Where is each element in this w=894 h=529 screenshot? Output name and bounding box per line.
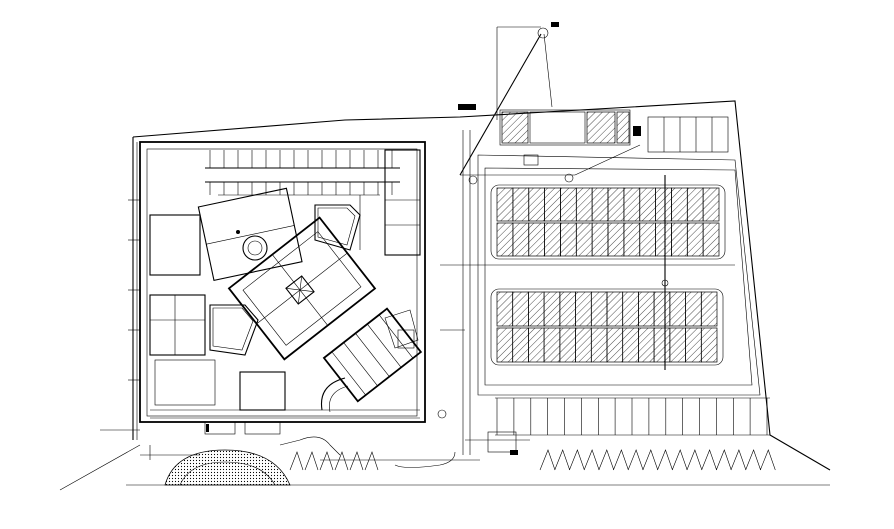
parking-stall (700, 291, 718, 327)
parking-stall (606, 291, 624, 327)
south-parking-field (490, 288, 724, 366)
parking-stall (512, 291, 529, 327)
diagonal-stall (627, 449, 644, 471)
parking-stall (560, 187, 577, 222)
parking-stall (655, 187, 672, 222)
parking-stall (543, 327, 561, 363)
driveways (320, 130, 735, 461)
parking-stall (590, 291, 608, 327)
diagonal-stall (304, 451, 319, 471)
parking-stall (685, 327, 702, 363)
north-room-row (209, 150, 393, 195)
parking-stall (700, 327, 718, 363)
parking-stall (639, 187, 656, 222)
diagonal-stall (760, 449, 776, 471)
diagonal-stall (613, 449, 629, 471)
parking-stall (638, 327, 655, 363)
stair-block (458, 104, 476, 110)
parking-stall (686, 222, 704, 257)
parking-stall (512, 327, 529, 363)
parking-stall (607, 187, 625, 222)
parking-stall (638, 291, 655, 327)
parking-stall (528, 222, 545, 257)
diagonal-stall (686, 449, 703, 471)
parking-stall (685, 291, 702, 327)
diagonal-stall (657, 449, 673, 471)
parking-stall (528, 327, 545, 363)
parking-stall (575, 291, 592, 327)
diagonal-stall (642, 449, 659, 471)
parking-stall (575, 327, 592, 363)
parking-stall (639, 222, 656, 257)
south-landscape (140, 431, 518, 486)
parking-stall (622, 291, 639, 327)
parking-stall (575, 222, 593, 257)
diagonal-stall (349, 451, 364, 471)
parking-stall (622, 327, 639, 363)
parking-stall (543, 291, 561, 327)
diagonal-stall (334, 451, 349, 471)
main-building (139, 141, 426, 435)
diagonal-stall (319, 451, 334, 471)
diagonal-stall (745, 449, 761, 471)
diagonal-stall (701, 449, 717, 471)
diagonal-stall (569, 449, 585, 471)
parking-stall (606, 327, 624, 363)
parking-stall (653, 327, 671, 363)
perimeter-stall-row (495, 397, 770, 436)
parking-stall (496, 291, 514, 327)
north-parking-field (490, 184, 726, 260)
utility-line (458, 22, 559, 176)
parking-stall (559, 327, 576, 363)
parking-stall (686, 187, 704, 222)
parking-stall (512, 187, 530, 222)
parking-stall (623, 187, 641, 222)
parking-stall (671, 222, 688, 257)
parking-stall (671, 187, 688, 222)
parking-stall (607, 222, 625, 257)
parking-stall (528, 291, 545, 327)
south-west-teeth (289, 451, 379, 471)
parking-stall (702, 222, 720, 257)
parking-stall (623, 222, 641, 257)
parking-stall (590, 327, 608, 363)
parking-stall (512, 222, 530, 257)
parking-stall (655, 222, 672, 257)
utility-pole-icon (537, 27, 549, 39)
parking-stall (559, 291, 576, 327)
diagonal-parking-teeth (539, 449, 776, 471)
parking-stall (544, 187, 561, 222)
parking-stall (575, 187, 593, 222)
parking-stall (496, 327, 514, 363)
parking-stall (496, 187, 514, 222)
diagonal-stall (598, 449, 615, 471)
parking-stall (528, 187, 545, 222)
parking-stall (544, 222, 561, 257)
diagonal-stall (364, 451, 379, 471)
parking-stall (669, 327, 686, 363)
diagonal-stall (583, 449, 600, 471)
parking-stall (496, 222, 514, 257)
diagonal-stall (716, 449, 732, 471)
diagonal-stall (289, 451, 304, 471)
tag-marker-icon (551, 22, 559, 27)
diagonal-stall (730, 449, 747, 471)
diagonal-stall (671, 449, 688, 471)
parking-stall (560, 222, 577, 257)
parking-stall (702, 187, 720, 222)
parking-stall (591, 222, 609, 257)
spiral-stair (242, 235, 268, 261)
parking-stall (669, 291, 686, 327)
central-shaft (285, 275, 315, 305)
parking-lot (477, 154, 761, 396)
west-utilities (59, 142, 141, 491)
parking-stall (653, 291, 671, 327)
diagonal-stall (554, 449, 570, 471)
parking-stall (591, 187, 609, 222)
north-annex (499, 109, 729, 166)
diagonal-stall (539, 449, 556, 471)
